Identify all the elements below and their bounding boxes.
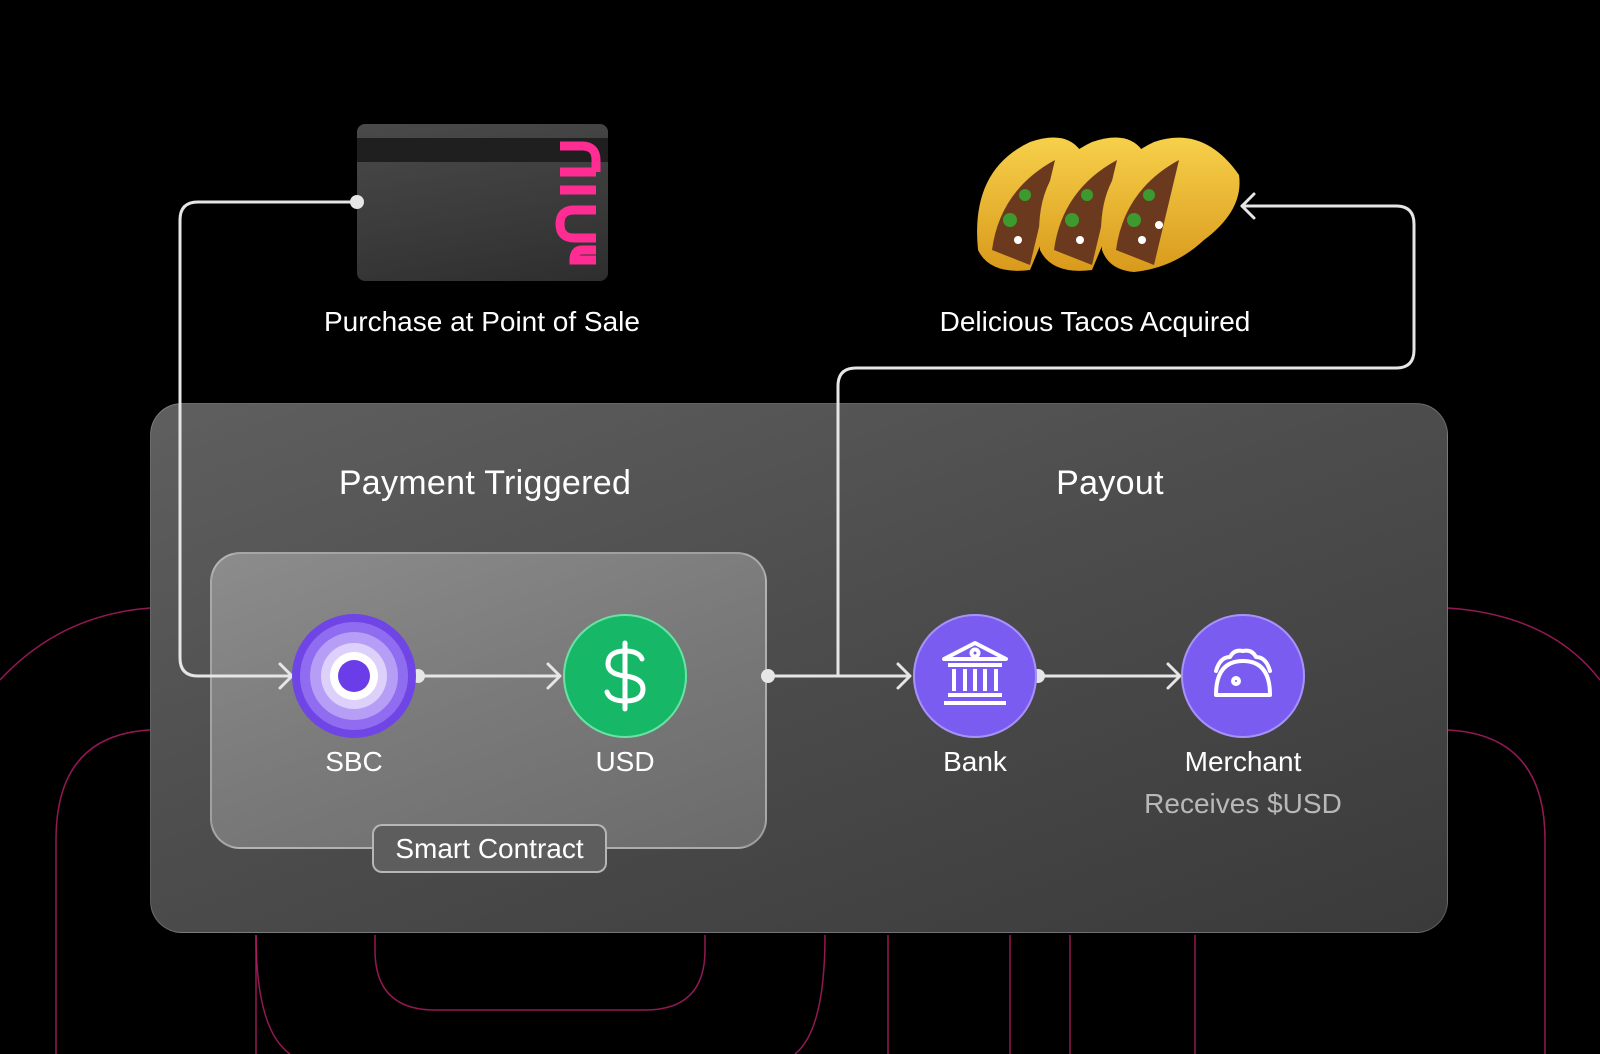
sbc-node [291, 613, 417, 739]
sbc-label: SBC [325, 746, 383, 777]
payout-title: Payout [1056, 464, 1164, 502]
payment-triggered-title: Payment Triggered [338, 464, 632, 502]
merchant-label: Merchant [1184, 746, 1302, 777]
rain-logo [555, 141, 601, 265]
smart-contract-badge: Smart Contract [372, 824, 607, 873]
dollar-icon [563, 614, 687, 738]
usd-node [562, 613, 688, 739]
merchant-sublabel: Receives $USD [1144, 788, 1342, 819]
bank-label: Bank [943, 746, 1007, 777]
credit-card-icon [357, 124, 608, 281]
merchant-node [1180, 613, 1306, 739]
taco-outline-icon [1181, 614, 1305, 738]
sbc-target-icon [292, 614, 416, 738]
usd-label: USD [595, 746, 655, 777]
card-caption: Purchase at Point of Sale [324, 306, 640, 337]
bank-node [912, 613, 1038, 739]
bank-icon [913, 614, 1037, 738]
tacos-caption: Delicious Tacos Acquired [939, 306, 1251, 337]
tacos-icon [977, 137, 1240, 272]
